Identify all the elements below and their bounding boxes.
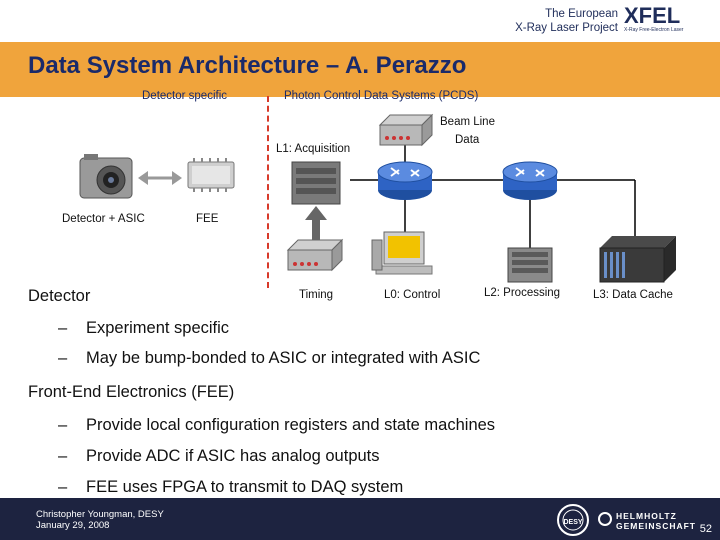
bullet-marker: – xyxy=(58,478,68,496)
timing-device-icon xyxy=(286,238,344,272)
architecture-diagram xyxy=(79,113,676,283)
storage-array-icon xyxy=(599,236,676,283)
label-beamline-line1: Beam Line xyxy=(440,116,495,128)
router-icon-1 xyxy=(377,161,433,200)
router-icon-2 xyxy=(502,161,558,200)
bullet-detector-2: May be bump-bonded to ASIC or integrated… xyxy=(86,349,481,367)
page-number: 52 xyxy=(699,523,712,535)
section-divider xyxy=(267,96,269,288)
label-l0-control: L0: Control xyxy=(384,289,441,301)
bullet-marker: – xyxy=(58,416,68,434)
label-fee: FEE xyxy=(196,213,219,225)
camera-icon xyxy=(79,154,133,199)
xfel-logo-text: XFEL xyxy=(624,3,681,28)
workstation-icon xyxy=(371,231,433,275)
label-l2-processing: L2: Processing xyxy=(484,287,561,299)
chip-icon xyxy=(187,158,235,192)
server-icon-l2 xyxy=(507,247,553,283)
desy-logo-text: DESY xyxy=(563,519,582,526)
bullet-marker: – xyxy=(58,447,68,465)
heading-detector: Detector xyxy=(28,287,91,305)
up-arrow-icon xyxy=(305,206,327,242)
heading-fee: Front-End Electronics (FEE) xyxy=(28,383,235,401)
label-timing: Timing xyxy=(299,289,334,301)
desy-logo-icon: DESY xyxy=(557,504,589,536)
page-title: Data System Architecture – A. Perazzo xyxy=(28,52,467,79)
org-line-2: X-Ray Laser Project xyxy=(515,22,618,34)
double-arrow-icon xyxy=(138,171,182,185)
label-l1-acquisition: L1: Acquisition xyxy=(276,143,351,155)
label-beamline-line2: Data xyxy=(455,134,480,146)
xfel-logo: XFEL X-Ray Free-Electron Laser xyxy=(624,5,690,39)
title-bar xyxy=(0,42,720,97)
bullet-fee-2: Provide ADC if ASIC has analog outputs xyxy=(86,447,380,465)
org-line-1: The European xyxy=(545,8,618,20)
bullet-marker: – xyxy=(58,349,68,367)
footer-author-block: Christopher Youngman, DESY January 29, 2… xyxy=(36,509,164,531)
bullet-fee-3: FEE uses FPGA to transmit to DAQ system xyxy=(86,478,404,496)
header xyxy=(0,0,720,42)
footer-date: January 29, 2008 xyxy=(36,520,110,531)
helmholtz-line-2: GEMEINSCHAFT xyxy=(616,521,696,531)
server-icon-l1 xyxy=(291,161,341,205)
bullet-fee-1: Provide local configuration registers an… xyxy=(86,416,496,434)
helmholtz-logo: HELMHOLTZ GEMEINSCHAFT xyxy=(616,511,696,531)
bullet-marker: – xyxy=(58,319,68,337)
label-l3-data-cache: L3: Data Cache xyxy=(593,289,673,301)
beamline-device-icon xyxy=(378,113,434,147)
footer-author: Christopher Youngman, DESY xyxy=(36,509,164,520)
bullet-detector-1: Experiment specific xyxy=(86,319,230,337)
xfel-logo-subtitle: X-Ray Free-Electron Laser xyxy=(624,27,684,33)
label-detector-asic: Detector + ASIC xyxy=(62,213,145,225)
helmholtz-line-1: HELMHOLTZ xyxy=(616,511,677,521)
helmholtz-mark-icon xyxy=(598,512,612,526)
section-label-detector-specific: Detector specific xyxy=(142,90,228,102)
section-label-pcds: Photon Control Data Systems (PCDS) xyxy=(284,90,479,102)
org-name: The European X-Ray Laser Project xyxy=(515,7,618,35)
